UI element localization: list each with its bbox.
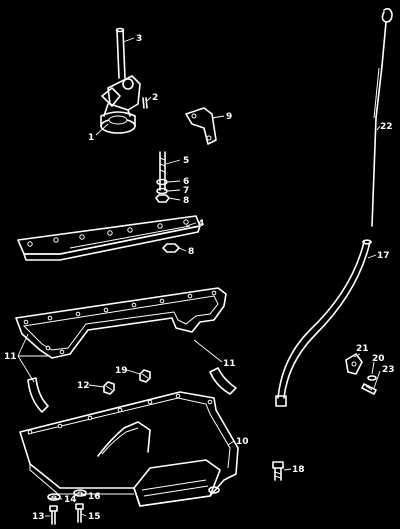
callout-8b: 8 bbox=[188, 247, 194, 257]
callout-2: 2 bbox=[152, 93, 158, 103]
callout-9: 9 bbox=[226, 112, 232, 122]
parts-14-16-washers bbox=[47, 489, 87, 501]
part-10-oil-pan bbox=[19, 391, 239, 507]
callout-5: 5 bbox=[183, 156, 189, 166]
callout-11b: 11 bbox=[223, 359, 236, 369]
part-11-pan-gasket bbox=[15, 287, 227, 359]
callout-18: 18 bbox=[292, 465, 305, 475]
callout-6: 6 bbox=[183, 177, 189, 187]
parts-20-23-hardware bbox=[361, 375, 377, 395]
callout-8a: 8 bbox=[183, 196, 189, 206]
part-4-windage-tray bbox=[17, 215, 201, 261]
callout-17: 17 bbox=[377, 251, 390, 261]
callout-12: 12 bbox=[77, 381, 90, 391]
callout-22: 22 bbox=[380, 122, 393, 132]
callout-3: 3 bbox=[136, 34, 142, 44]
callout-labels: 1 2 3 4 5 6 7 8 8 9 10 11 11 12 13 14 15… bbox=[4, 34, 395, 522]
part-1-oil-pump bbox=[100, 75, 141, 134]
callout-10: 10 bbox=[236, 437, 249, 447]
part-12-bolt bbox=[103, 381, 115, 395]
callout-leaders bbox=[17, 37, 381, 517]
callout-20: 20 bbox=[372, 354, 385, 364]
part-3-shaft bbox=[115, 27, 126, 79]
part-17-dipstick-tube bbox=[275, 239, 372, 407]
part-18-drain-plug bbox=[272, 461, 284, 481]
part-11-front-seal bbox=[27, 377, 49, 413]
part-9-bracket bbox=[185, 107, 217, 145]
part-19-bolt bbox=[139, 369, 151, 383]
callout-23: 23 bbox=[382, 365, 395, 375]
callout-19: 19 bbox=[115, 366, 128, 376]
callout-11a: 11 bbox=[4, 352, 17, 362]
part-8-nut bbox=[162, 243, 180, 253]
callout-15: 15 bbox=[88, 512, 101, 522]
part-21-clip bbox=[345, 353, 363, 375]
parts-6-7-8-hardware bbox=[155, 178, 170, 203]
callout-13: 13 bbox=[32, 512, 45, 522]
part-22-dipstick bbox=[371, 7, 393, 227]
part-11-rear-seal bbox=[209, 367, 237, 395]
callout-21: 21 bbox=[356, 344, 369, 354]
parts-13-15-bolts bbox=[49, 503, 84, 525]
callout-14: 14 bbox=[64, 495, 77, 505]
callout-4: 4 bbox=[198, 219, 204, 229]
callout-1: 1 bbox=[88, 133, 94, 143]
part-2-pin bbox=[142, 97, 148, 109]
callout-7: 7 bbox=[183, 186, 189, 196]
callout-16: 16 bbox=[88, 492, 101, 502]
